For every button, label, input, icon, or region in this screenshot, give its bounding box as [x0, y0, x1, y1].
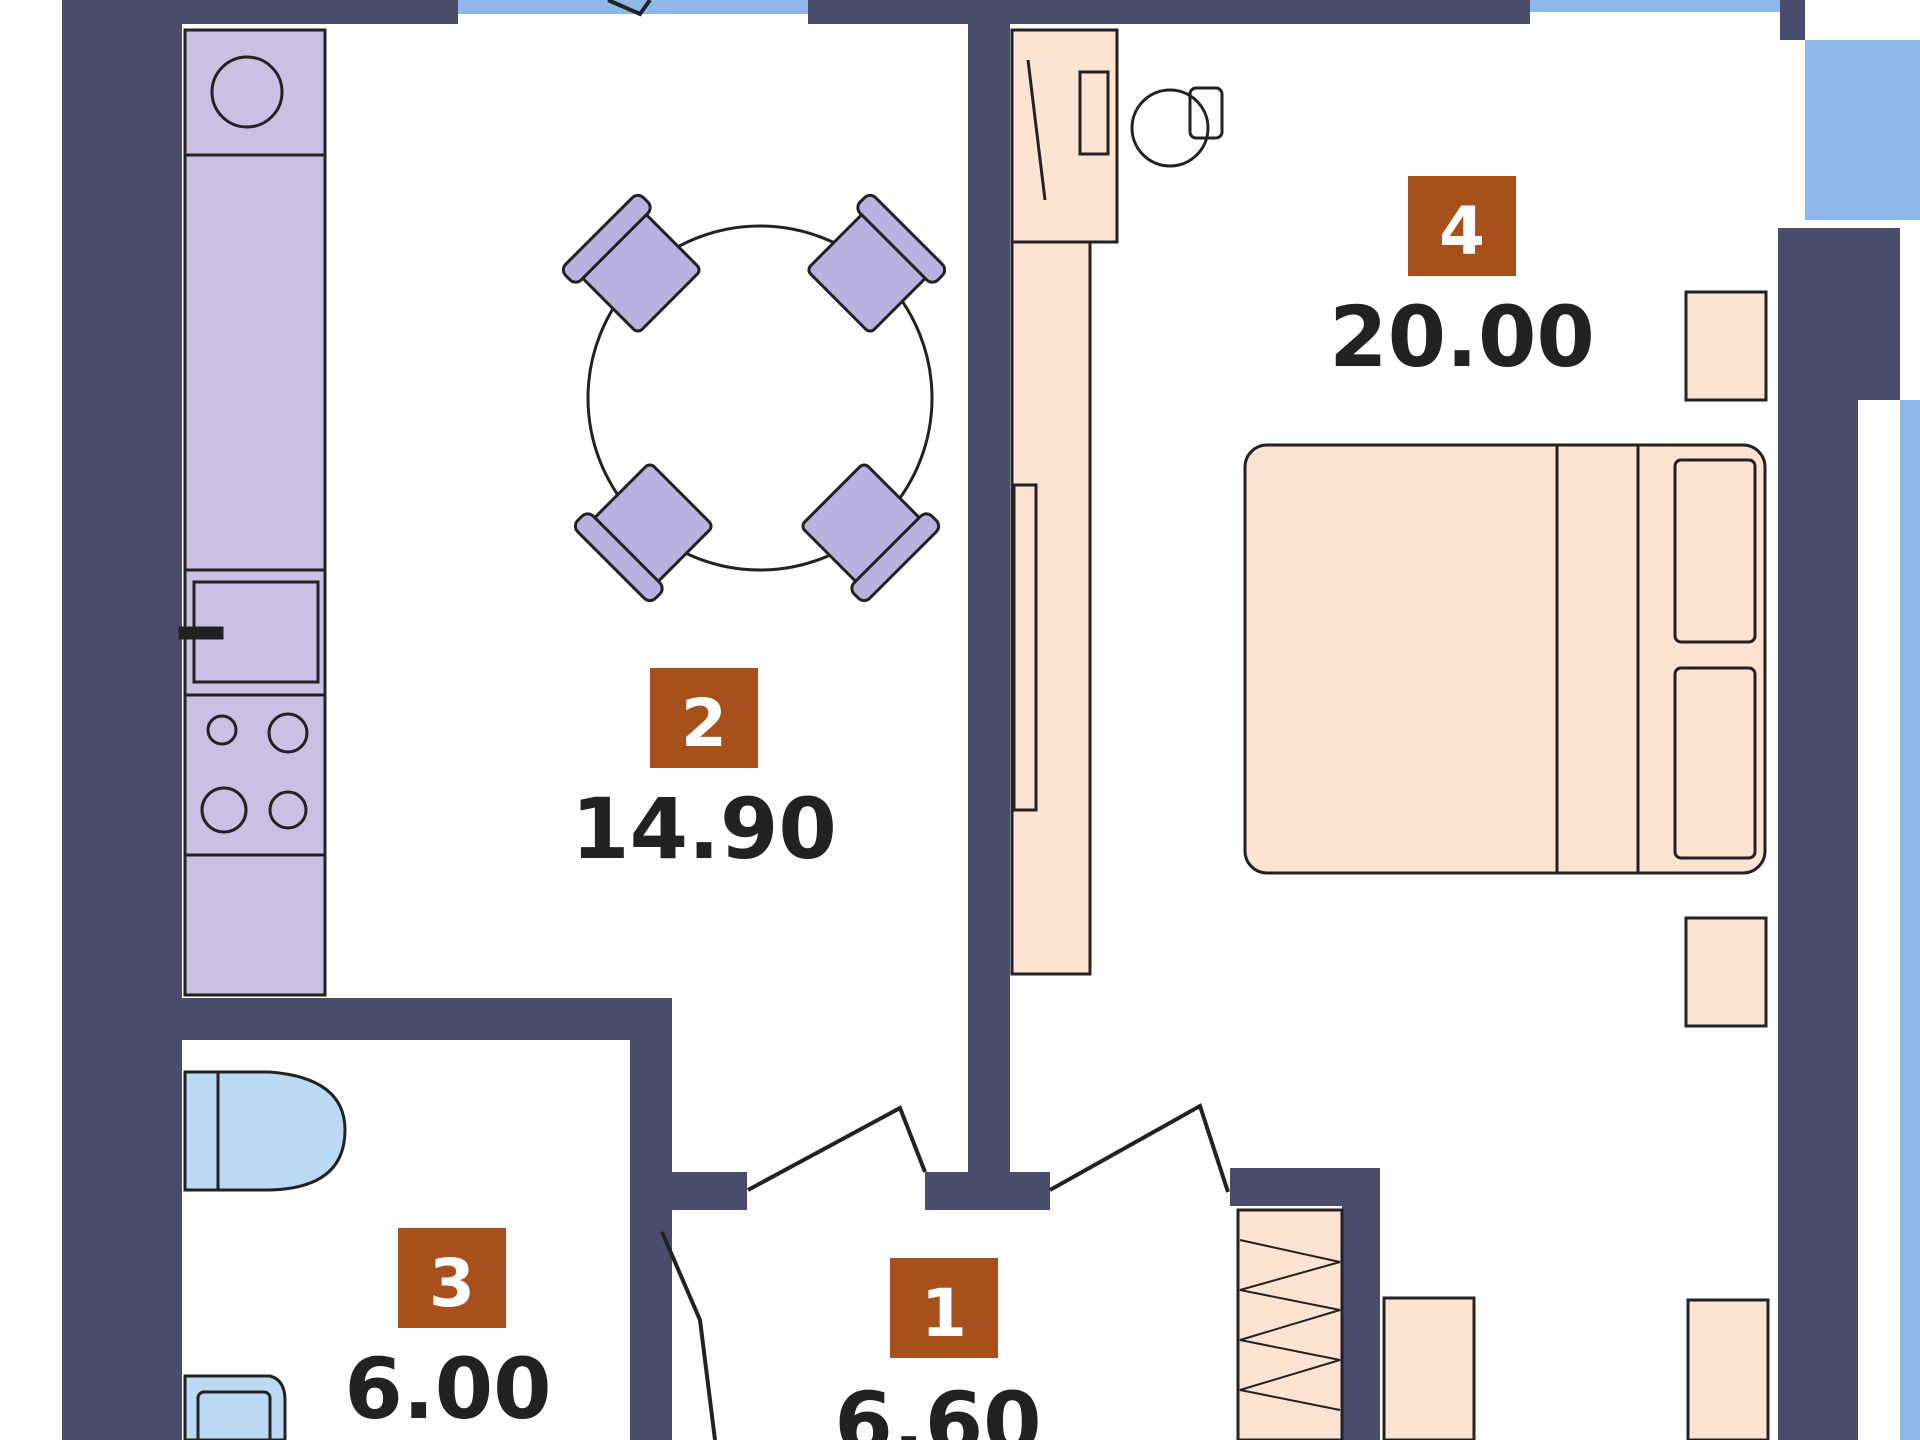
- bedroom-furniture: [1010, 28, 1770, 1440]
- desk-chair-icon: [1130, 88, 1210, 168]
- stove: [183, 693, 327, 857]
- room-label-4: 4 20.00: [1329, 176, 1595, 386]
- room-label-2: 2 14.90: [571, 668, 837, 878]
- room-badge-1: [890, 1258, 998, 1358]
- door-entrance: [607, 0, 652, 17]
- counter-main: [183, 153, 327, 572]
- dining-set: [561, 193, 947, 603]
- room-number-3: 3: [429, 1245, 475, 1322]
- wall-hall-stub-mid: [925, 1172, 1050, 1210]
- chair-icon: [807, 193, 947, 333]
- window-right-lower: [1900, 400, 1920, 1440]
- wall-hall-stub-left: [672, 1172, 747, 1210]
- door-kitchen: [747, 1105, 927, 1192]
- wall-top-left: [62, 0, 458, 24]
- window-top-left: [458, 0, 808, 14]
- wardrobe: [1010, 240, 1092, 976]
- desk-lamp-icon: [1078, 70, 1110, 156]
- wall-top-mid: [808, 0, 1530, 24]
- room-area-4: 20.00: [1329, 288, 1595, 386]
- toilet: [183, 1070, 347, 1192]
- windows: [458, 0, 1920, 1440]
- bed: [1243, 443, 1767, 875]
- walls: [62, 0, 1900, 1440]
- door-bedroom: [1049, 1103, 1230, 1193]
- pillow-icon: [1673, 458, 1757, 644]
- burner-icon: [268, 790, 308, 830]
- sink-basin-inner-icon: [196, 1390, 272, 1440]
- room-area-1: 6.60: [834, 1374, 1041, 1440]
- kitchen-counter: [178, 28, 327, 997]
- window-right: [1805, 40, 1920, 220]
- room-number-1: 1: [921, 1275, 967, 1352]
- room-area-3: 6.00: [344, 1340, 551, 1438]
- wall-bath-hall: [630, 998, 672, 1440]
- chair-icon: [801, 463, 941, 603]
- window-top-right: [1530, 0, 1780, 12]
- chair-icon: [561, 193, 701, 333]
- shoe-rack-pattern: [1239, 1239, 1341, 1411]
- room-badge-2: [650, 668, 758, 768]
- desk-chair-back-icon: [1188, 86, 1224, 140]
- burner-icon: [200, 786, 248, 834]
- wall-closet-right: [1342, 1168, 1380, 1440]
- wall-right: [1778, 228, 1858, 1440]
- room-badge-4: [1408, 176, 1516, 276]
- sink-tap-icon: [178, 626, 224, 640]
- room-label-3: 3 6.00: [344, 1228, 552, 1438]
- wall-kitchen-bath-horizontal: [182, 998, 672, 1040]
- room-area-2: 14.90: [571, 780, 837, 878]
- nightstand: [1684, 290, 1768, 402]
- doors: [607, 0, 1230, 1440]
- closet-cabinet: [1382, 1296, 1476, 1440]
- wall-top-right-stub: [1780, 0, 1805, 40]
- room-labels: 1 6.60 2 14.90 3 6.00 4 20.00: [344, 176, 1595, 1440]
- chair-icon: [573, 463, 713, 603]
- room-badge-3: [398, 1228, 506, 1328]
- burner-icon: [267, 712, 309, 754]
- pillow-icon: [1673, 666, 1757, 860]
- washing-machine-icon: [210, 55, 284, 129]
- counter-bottom: [183, 853, 327, 997]
- monitor-icon: [1026, 59, 1047, 201]
- nightstand: [1684, 916, 1768, 1028]
- counter-top: [183, 28, 327, 157]
- wardrobe-door-icon: [1012, 483, 1038, 812]
- wall-kitchen-bedroom: [968, 24, 1010, 1172]
- room-label-1: 1 6.60: [834, 1258, 1042, 1440]
- burner-icon: [206, 714, 238, 746]
- door-bathroom: [660, 1231, 717, 1440]
- bathroom-fixtures: [183, 1070, 347, 1440]
- wall-left-outer: [62, 0, 182, 1440]
- room-number-4: 4: [1439, 193, 1485, 270]
- closet-shelf: [1686, 1298, 1770, 1440]
- room-number-2: 2: [681, 685, 727, 762]
